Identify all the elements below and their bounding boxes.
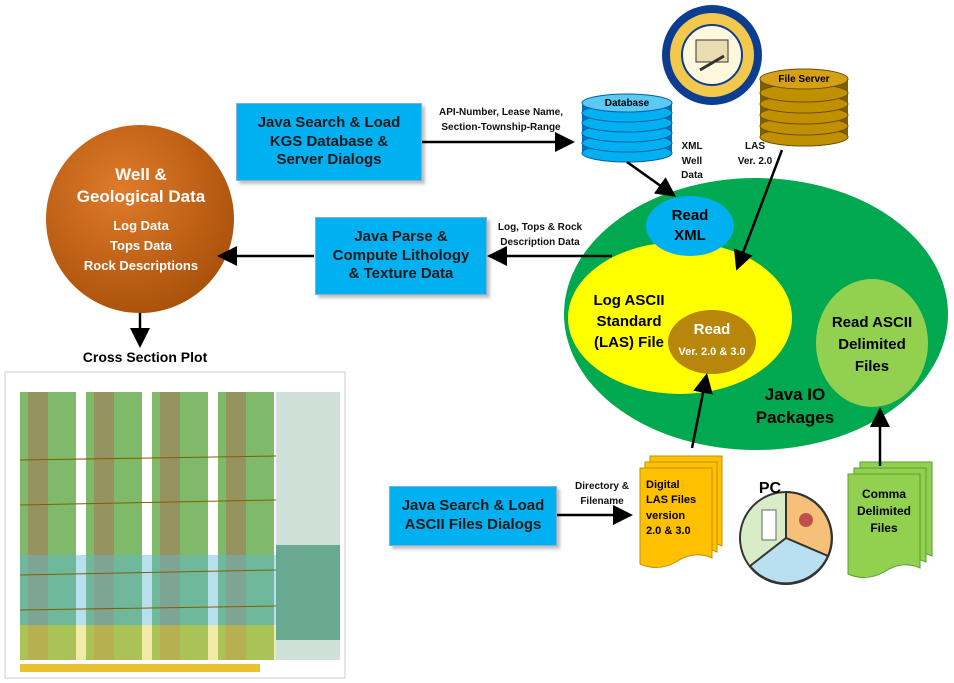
java-io-text: Java IO Packages <box>755 385 835 427</box>
read-ascii-ellipse <box>816 279 928 407</box>
file-server-label: File Server <box>778 74 830 85</box>
cross-section-title: Cross Section Plot <box>82 349 208 365</box>
comma-delimited-docs-icon <box>847 461 933 578</box>
well-lines: Log Data Tops Data Rock Descriptions <box>83 218 199 274</box>
read-ascii-text: Read ASCII Delimited Files <box>831 314 913 375</box>
dir-file-label: Directory & Filename <box>575 481 629 507</box>
cross-section-plot-image <box>4 371 346 679</box>
las-ver-label: LAS Ver. 2.0 <box>737 141 773 167</box>
digital-las-text: Digital LAS Files version 2.0 & 3.0 <box>646 479 697 538</box>
digital-las-docs-icon <box>639 455 723 568</box>
read-las-sub: Ver. 2.0 & 3.0 <box>678 346 746 358</box>
read-xml-ellipse <box>646 196 734 256</box>
xml-data-label: XML Well Data <box>681 141 703 181</box>
ascii-search-box: Java Search & Load ASCII Files Dialogs <box>389 486 557 546</box>
las-text: Log ASCII Standard (LAS) File <box>593 292 665 351</box>
pc-label: PC <box>758 480 782 497</box>
kgs-seal-logo <box>662 5 762 105</box>
parse-box: Java Parse & Compute Lithology & Texture… <box>315 217 487 295</box>
api-label: API-Number, Lease Name, Section-Township… <box>439 107 563 133</box>
arrows <box>130 132 890 525</box>
file-server-icon <box>759 68 849 147</box>
read-las-title: Read <box>693 321 731 338</box>
well-data-circle <box>46 125 234 313</box>
parse-text: Java Parse & Compute Lithology & Texture… <box>332 227 470 283</box>
kgs-search-text: Java Search & Load KGS Database & Server… <box>257 113 401 169</box>
comma-files-text: Comma Delimited Files <box>856 487 911 535</box>
kgs-search-box: Java Search & Load KGS Database & Server… <box>236 103 422 181</box>
log-tops-label: Log, Tops & Rock Description Data <box>497 222 583 248</box>
database-icon <box>581 93 673 163</box>
well-title: Well & Geological Data <box>76 165 206 207</box>
database-label: Database <box>604 98 650 109</box>
pc-icon <box>739 490 833 585</box>
read-las-ellipse <box>668 310 756 374</box>
ascii-search-text: Java Search & Load ASCII Files Dialogs <box>401 497 545 533</box>
read-xml-text: Read XML <box>671 207 709 244</box>
